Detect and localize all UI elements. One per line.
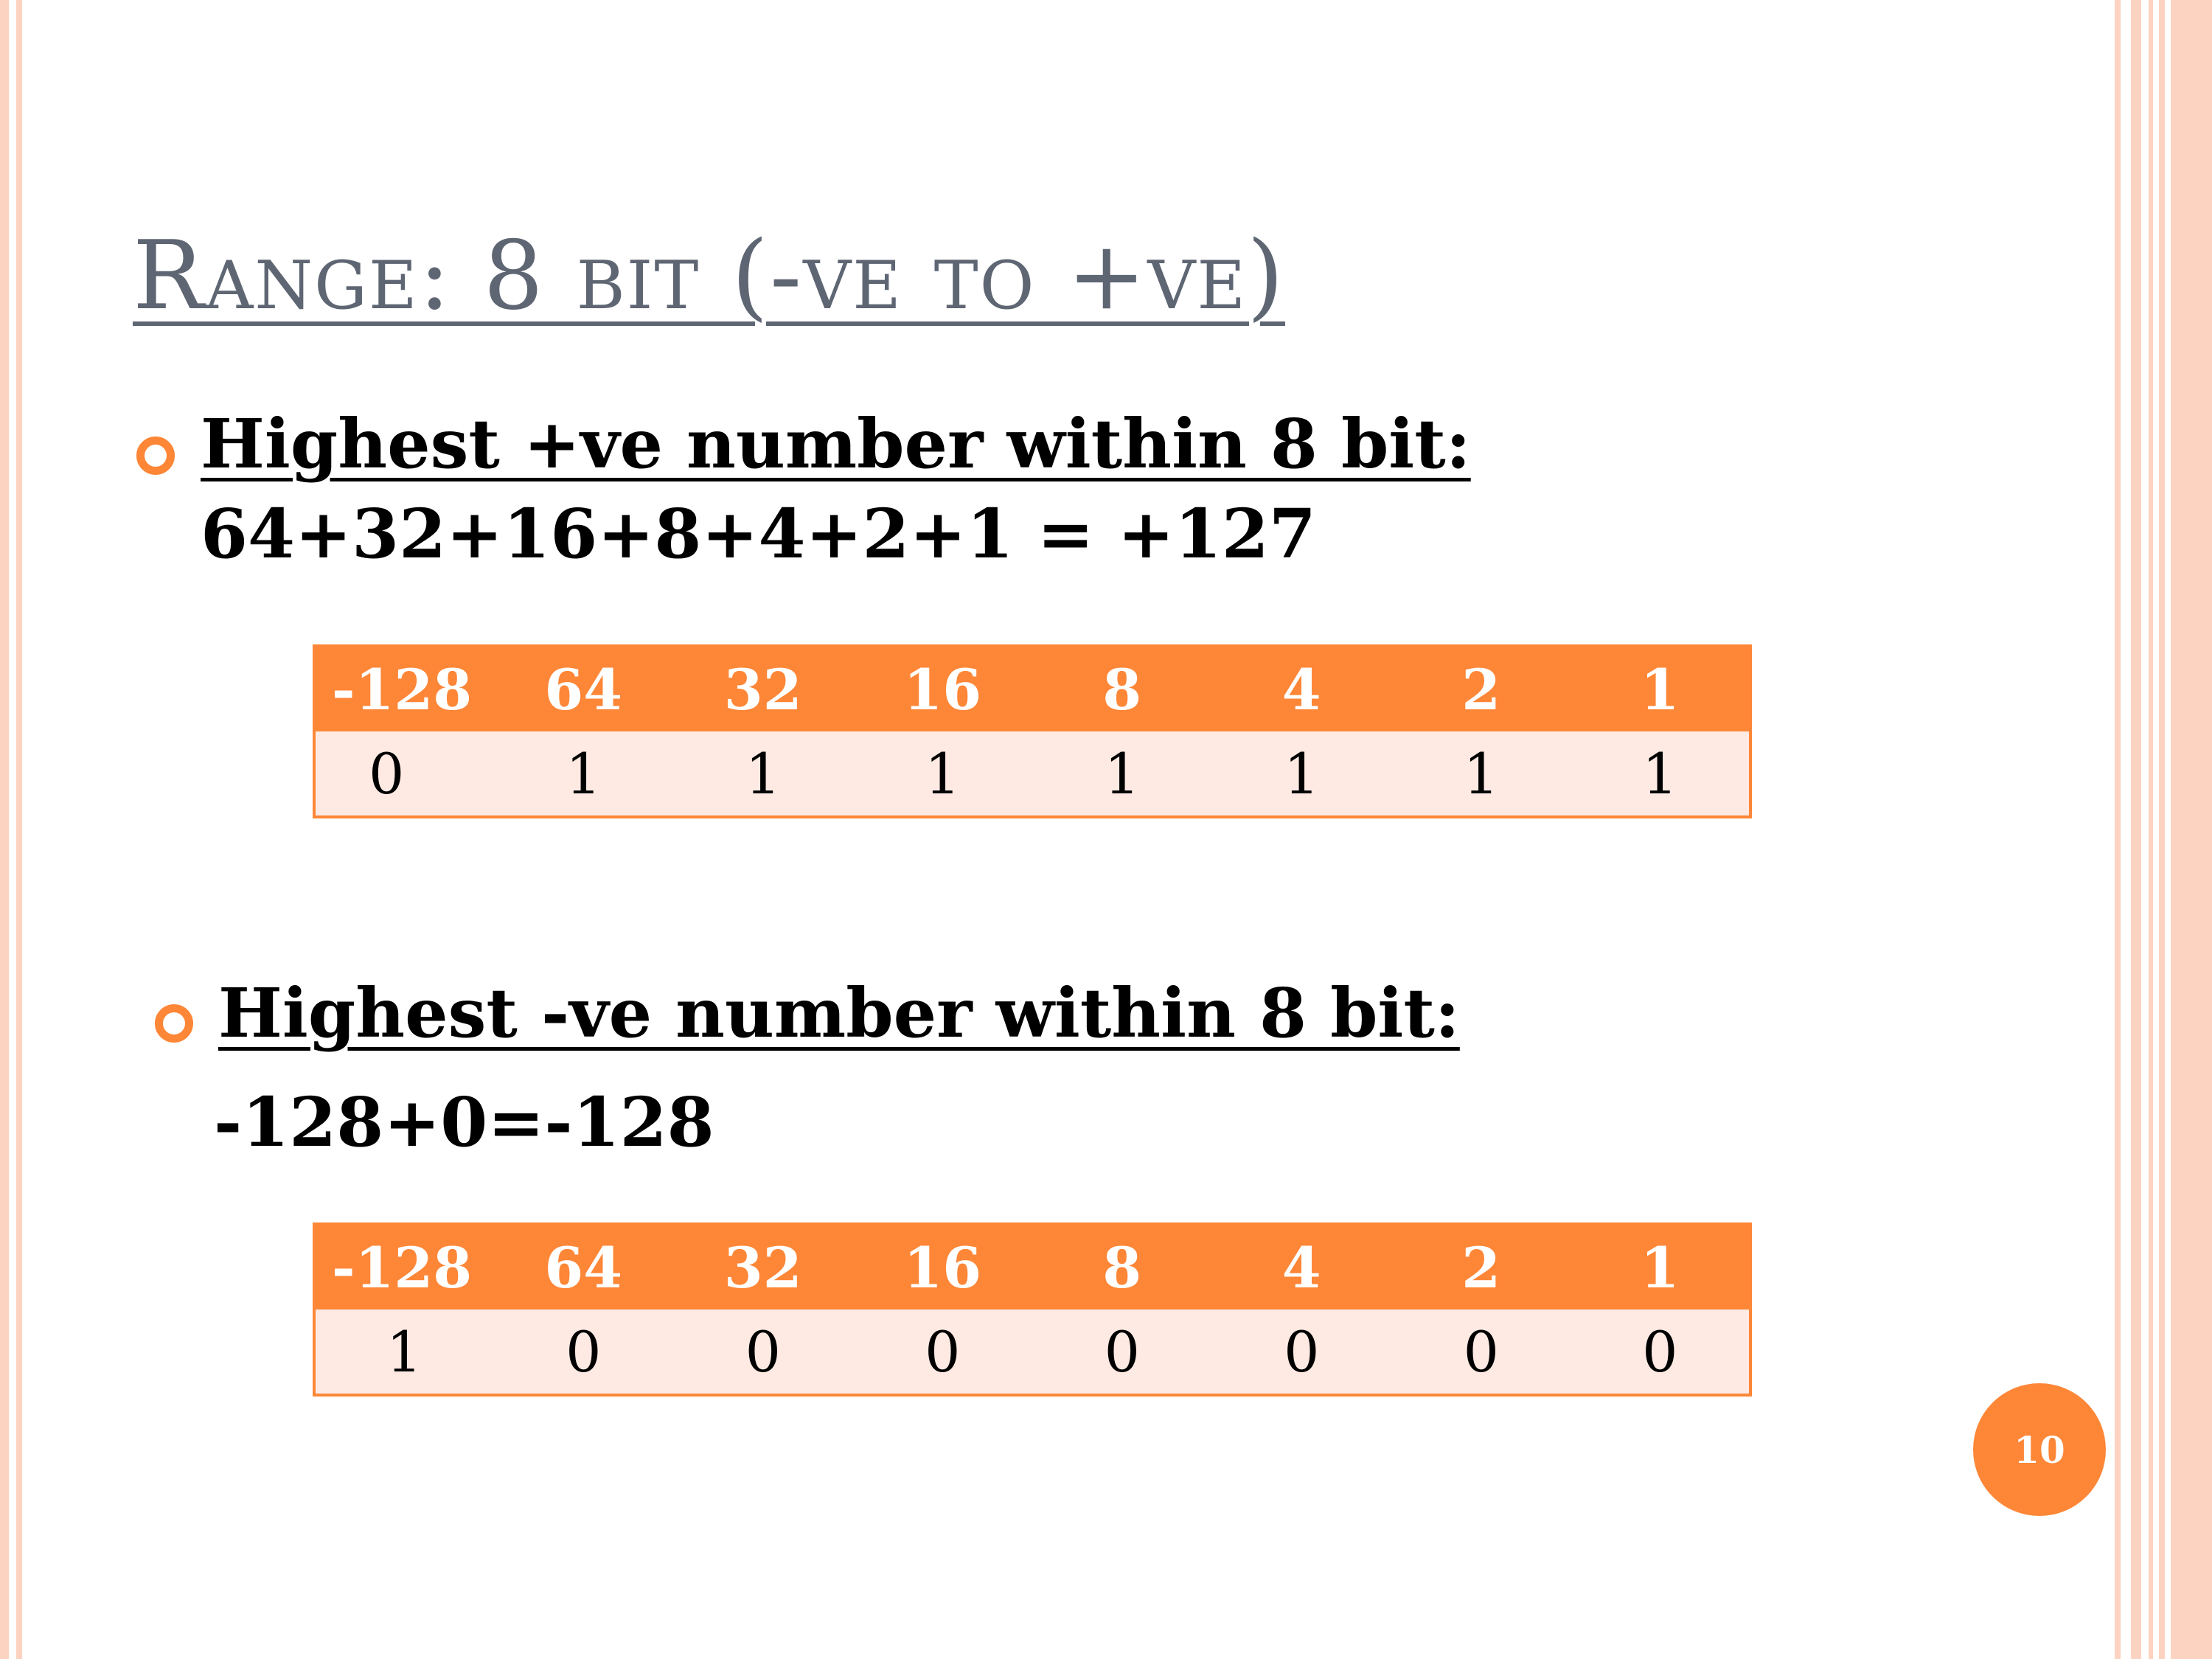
bullet-heading: Highest -ve number within 8 bit: — [218, 973, 1460, 1053]
bit-value-cell: 1 — [1571, 731, 1750, 817]
bit-value-row: 0 1 1 1 1 1 1 1 — [314, 731, 1750, 817]
bit-weight-cell: 32 — [673, 1224, 853, 1310]
page-number-badge: 10 — [1973, 1383, 2106, 1516]
bit-value-cell: 0 — [1211, 1310, 1391, 1395]
slide-title: Range: 8 bit (-ve to +ve) — [133, 221, 1286, 331]
bit-value-cell: 0 — [1571, 1310, 1750, 1395]
left-border-stripe — [16, 0, 22, 1659]
bit-table-negative: -128 64 32 16 8 4 2 1 1 0 0 0 0 0 0 0 — [313, 1222, 1752, 1397]
bit-value-cell: 1 — [1391, 731, 1571, 817]
bit-weight-cell: 1 — [1571, 1224, 1750, 1310]
bit-weight-cell: 4 — [1211, 646, 1391, 731]
bit-weight-cell: 1 — [1571, 646, 1750, 731]
bit-value-cell: 0 — [852, 1310, 1032, 1395]
bit-value-cell: 1 — [673, 731, 853, 817]
bit-table-positive: -128 64 32 16 8 4 2 1 0 1 1 1 1 1 1 1 — [313, 644, 1752, 818]
bit-weight-row: -128 64 32 16 8 4 2 1 — [314, 1224, 1750, 1310]
bit-value-cell: 1 — [1211, 731, 1391, 817]
bullet-expression: -128+0=-128 — [214, 1082, 714, 1162]
bit-weight-cell: -128 — [314, 1224, 494, 1310]
bit-weight-cell: 32 — [673, 646, 853, 731]
bit-value-cell: 0 — [1032, 1310, 1212, 1395]
bit-value-cell: 1 — [493, 731, 673, 817]
bit-value-cell: 0 — [493, 1310, 673, 1395]
bit-weight-cell: 8 — [1032, 1224, 1212, 1310]
bit-value-cell: 1 — [314, 1310, 494, 1395]
bit-weight-cell: 8 — [1032, 646, 1212, 731]
bit-weight-cell: 16 — [852, 646, 1032, 731]
bit-weight-cell: 64 — [493, 1224, 673, 1310]
right-border-stripe — [2159, 0, 2165, 1659]
left-border-stripe — [0, 0, 9, 1659]
right-border-stripe — [2115, 0, 2121, 1659]
right-border-stripe — [2131, 0, 2141, 1659]
bit-weight-row: -128 64 32 16 8 4 2 1 — [314, 646, 1750, 731]
ring-bullet-icon — [136, 437, 175, 475]
bit-value-cell: 0 — [314, 731, 494, 817]
bit-value-cell: 0 — [673, 1310, 853, 1395]
right-border-stripe — [2171, 0, 2212, 1659]
bullet-expression: 64+32+16+8+4+2+1 = +127 — [201, 494, 1316, 574]
bit-value-cell: 1 — [852, 731, 1032, 817]
bit-weight-cell: 4 — [1211, 1224, 1391, 1310]
bit-value-cell: 1 — [1032, 731, 1212, 817]
bit-value-cell: 0 — [1391, 1310, 1571, 1395]
bit-weight-cell: 2 — [1391, 646, 1571, 731]
right-border-stripe — [2149, 0, 2153, 1659]
ring-bullet-icon — [155, 1004, 193, 1043]
bullet-heading: Highest +ve number within 8 bit: — [201, 404, 1471, 484]
bit-weight-cell: 64 — [493, 646, 673, 731]
bit-weight-cell: -128 — [314, 646, 494, 731]
bit-weight-cell: 16 — [852, 1224, 1032, 1310]
bit-value-row: 1 0 0 0 0 0 0 0 — [314, 1310, 1750, 1395]
bit-weight-cell: 2 — [1391, 1224, 1571, 1310]
